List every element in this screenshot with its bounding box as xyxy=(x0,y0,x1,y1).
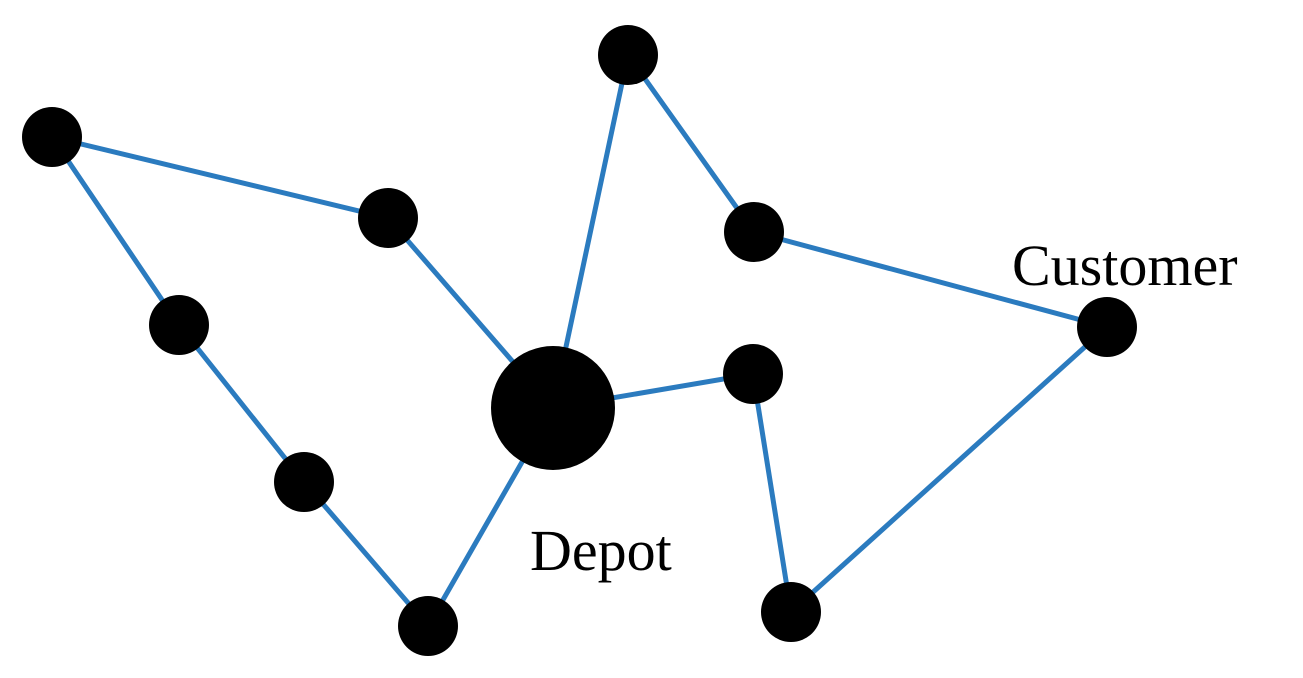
depot-label: Depot xyxy=(530,518,672,583)
route-edge-2-c8-c9 xyxy=(788,324,1110,615)
customer-node-c4 xyxy=(274,452,334,512)
customer-node-c1 xyxy=(22,107,82,167)
customer-node-c9 xyxy=(761,582,821,642)
route-edge-1-c1-c3 xyxy=(49,134,182,328)
route-edge-2-c7-c8 xyxy=(751,229,1110,330)
customer-node-c10 xyxy=(723,344,783,404)
customer-node-c3 xyxy=(149,295,209,355)
customer-node-c6 xyxy=(598,25,658,85)
customer-label: Customer xyxy=(1012,233,1238,298)
customer-node-c2 xyxy=(358,188,418,248)
customer-node-c8 xyxy=(1077,297,1137,357)
customer-node-c7 xyxy=(724,202,784,262)
route-nodes xyxy=(22,25,1137,656)
customer-node-c5 xyxy=(398,596,458,656)
route-edge-1-c3-c4 xyxy=(176,322,307,485)
depot-node xyxy=(491,346,615,470)
route-edge-2-c9-c10 xyxy=(750,371,794,615)
route-edge-1-c2-c1 xyxy=(49,134,391,221)
route-edge-1-c4-c5 xyxy=(301,479,431,629)
route-edge-2-c6-c7 xyxy=(625,52,757,235)
route-edges xyxy=(49,52,1110,629)
